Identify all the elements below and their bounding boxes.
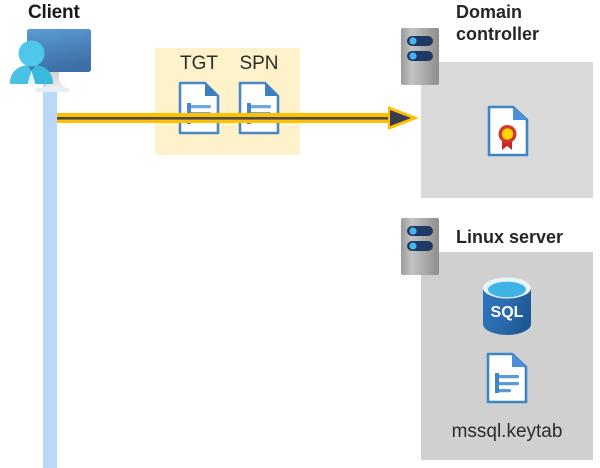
flow-arrow-client-to-dc — [57, 105, 422, 131]
client-lifeline — [43, 62, 57, 468]
linux-server-title: Linux server — [456, 227, 564, 247]
user-workstation-icon — [6, 26, 94, 92]
sql-database-icon: SQL — [480, 277, 534, 335]
server-rack-icon — [401, 218, 439, 275]
keytab-file-label: mssql.keytab — [451, 421, 563, 442]
server-rack-icon — [401, 28, 439, 85]
sql-icon-label: SQL — [491, 304, 524, 321]
client-title: Client — [28, 2, 80, 23]
token-label-tgt: TGT — [180, 53, 218, 74]
token-label-spn: SPN — [239, 53, 279, 74]
message-token-box: TGT SPN — [155, 48, 300, 155]
document-icon — [486, 352, 528, 404]
certificate-document-icon — [487, 105, 529, 157]
domain-controller-title: Domain controller — [456, 2, 540, 44]
